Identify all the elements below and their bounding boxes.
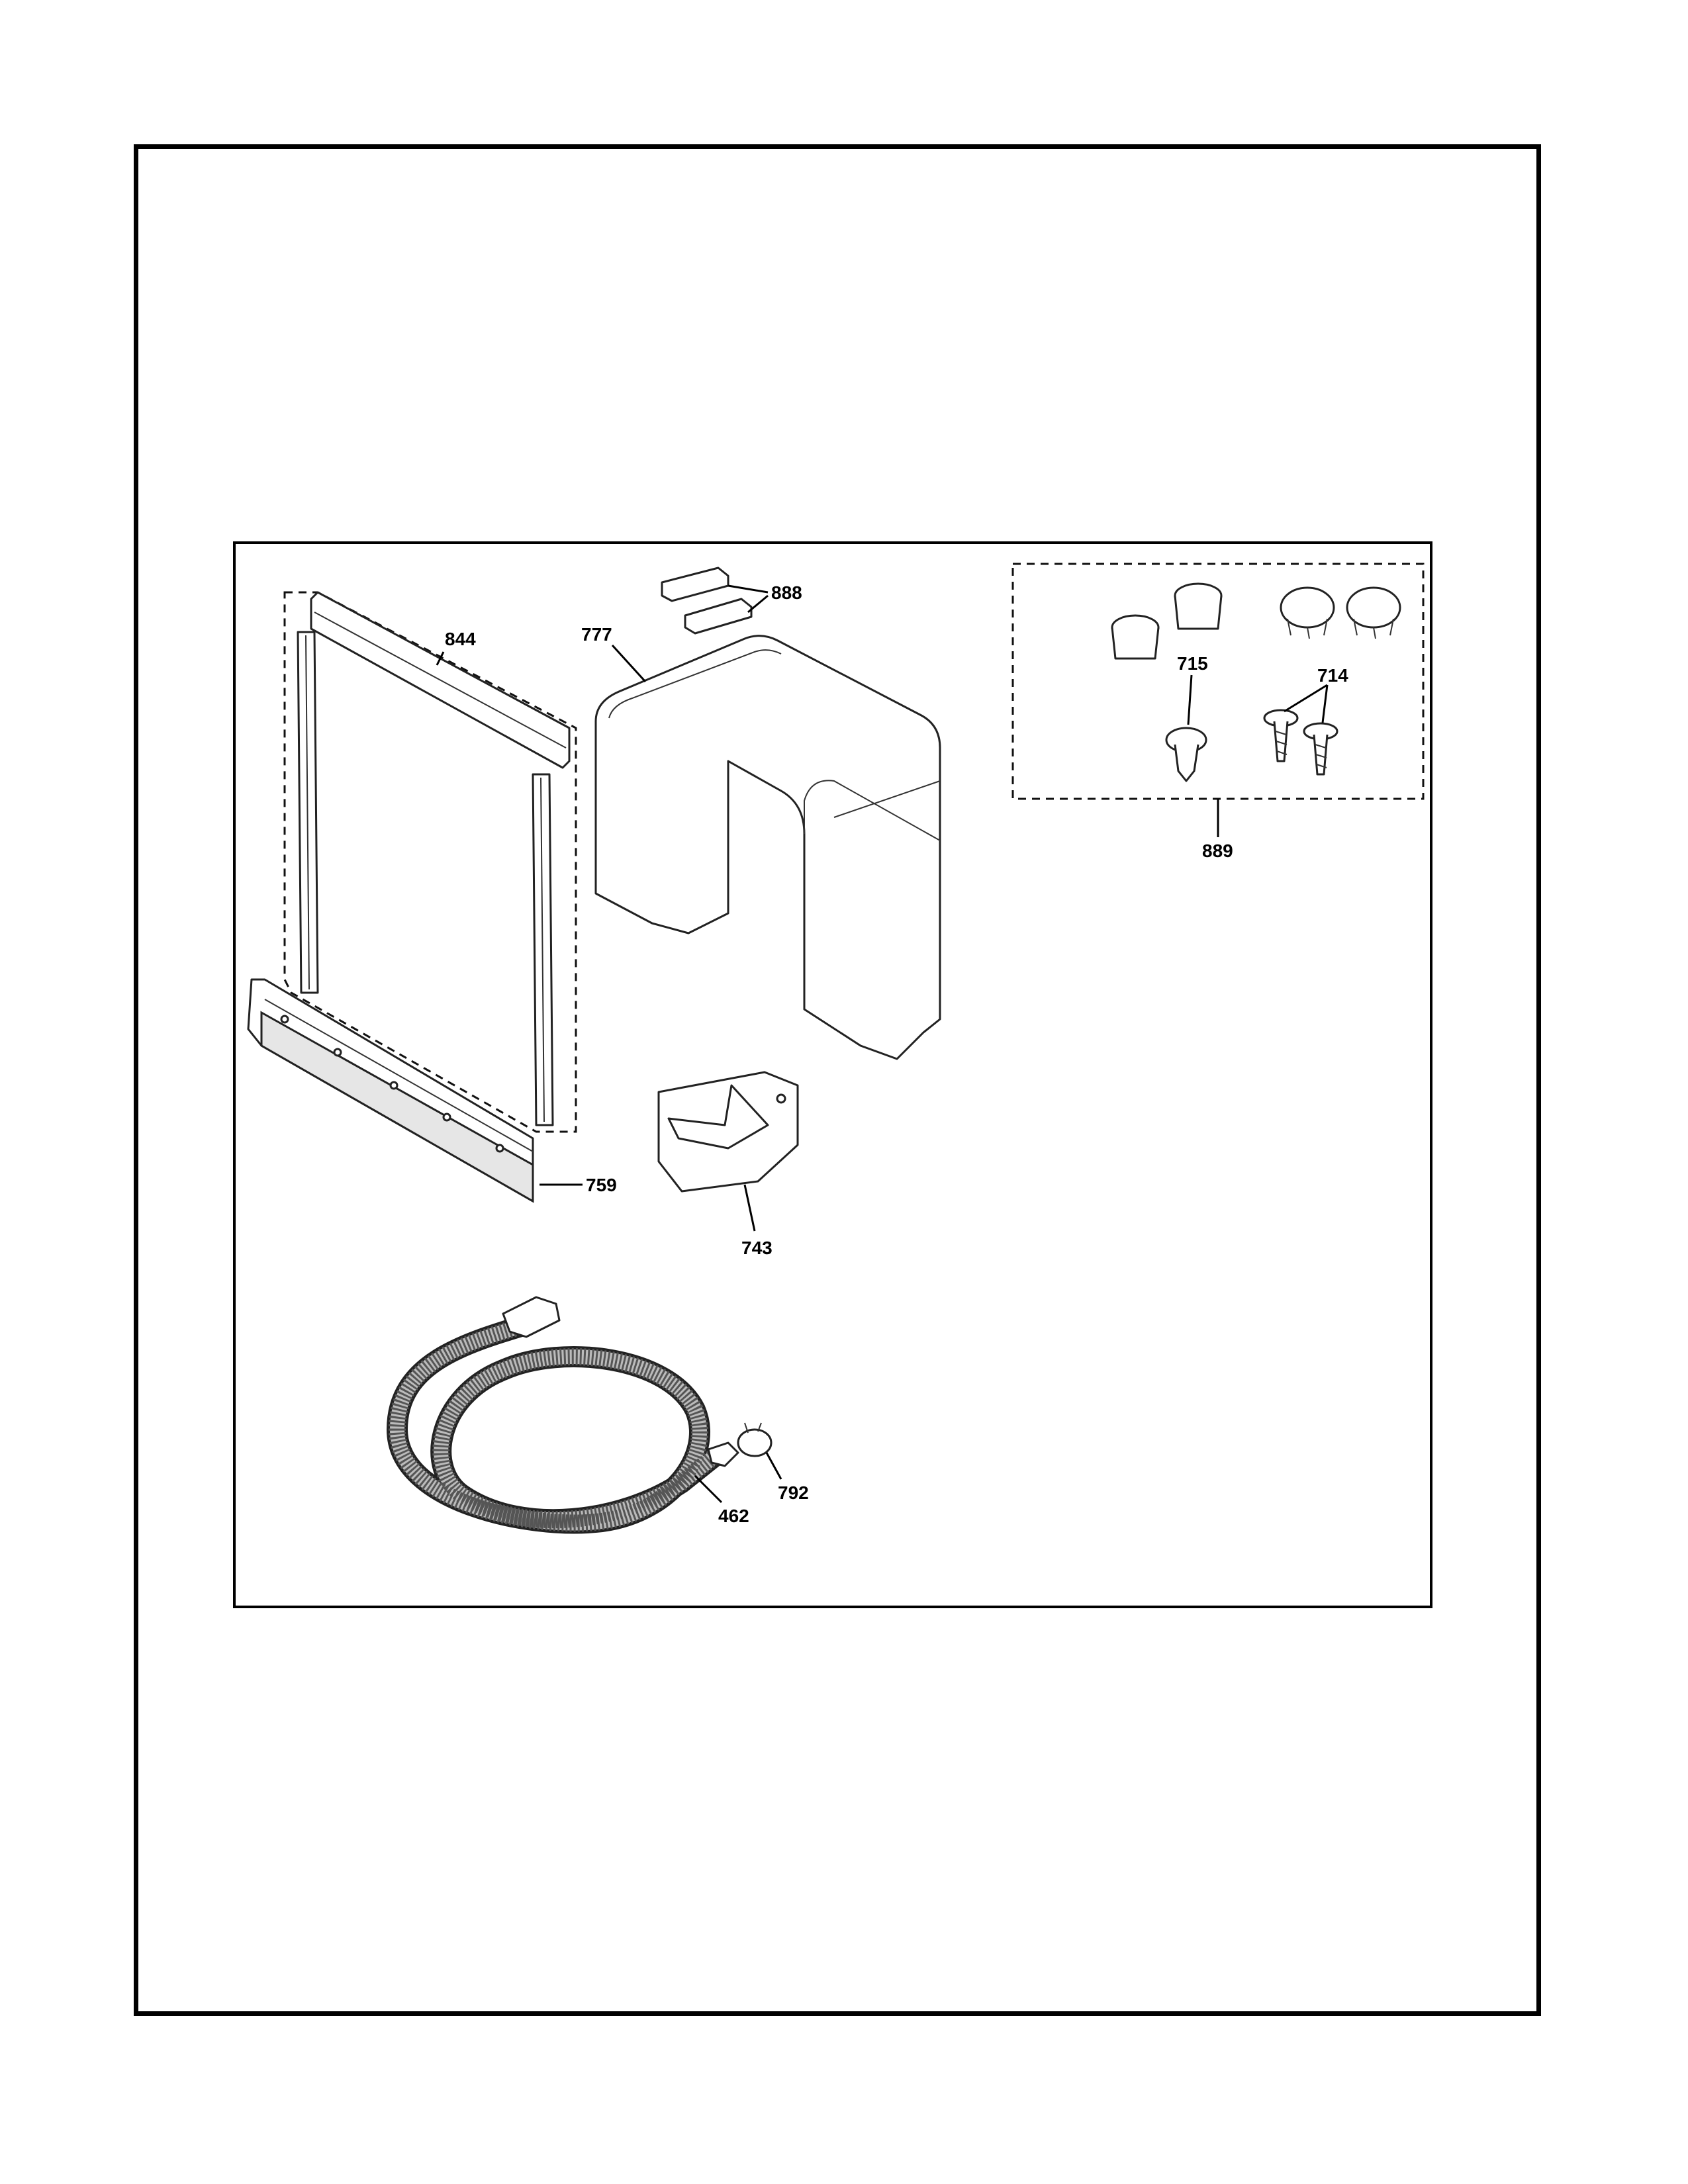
- callout-743: 743: [741, 1238, 773, 1258]
- toe-kick-face: [260, 1011, 534, 1203]
- callout-759: 759: [586, 1175, 617, 1195]
- leader-844: [436, 651, 445, 666]
- callout-792: 792: [778, 1482, 809, 1503]
- left-rail-groove: [305, 635, 310, 990]
- insulation-curve: [804, 780, 941, 841]
- screw-hole: [389, 1081, 399, 1090]
- clamp-ring: [737, 1428, 773, 1457]
- screw-hole: [442, 1113, 451, 1122]
- snap-cap: [1111, 614, 1160, 660]
- insulation-fold-line: [608, 649, 782, 719]
- trim-kit-dashed-outline: [283, 591, 577, 1133]
- callout-889: 889: [1202, 841, 1233, 861]
- round-plug: [1280, 586, 1335, 639]
- toe-kick-759: 759: [247, 978, 617, 1203]
- box-tab-hole: [776, 1093, 786, 1104]
- fastener-715: 715: [1165, 653, 1208, 782]
- insulation-body: [594, 635, 941, 1060]
- brackets-888: 888: [661, 567, 802, 635]
- callout-714: 714: [1317, 665, 1348, 686]
- leader-743: [743, 1184, 756, 1232]
- insulation-crease: [833, 780, 941, 818]
- bracket-lower: [684, 598, 753, 635]
- callout-715: 715: [1177, 653, 1208, 674]
- junction-box-743: 743: [657, 1071, 799, 1258]
- right-rail-groove: [540, 777, 545, 1122]
- drain-hose-462: 462: [386, 1296, 749, 1534]
- hose-clamp-792: 792: [737, 1422, 809, 1503]
- callout-888: 888: [771, 582, 802, 603]
- callout-844: 844: [445, 629, 476, 649]
- callout-462: 462: [718, 1506, 749, 1526]
- hose-end-cuff: [707, 1441, 739, 1467]
- bracket-upper: [661, 567, 729, 602]
- screw-hole: [333, 1048, 342, 1057]
- leader-462: [694, 1475, 723, 1504]
- screws-714: 714: [1263, 665, 1348, 776]
- leader-888b: [747, 594, 769, 614]
- screw-hole: [495, 1144, 504, 1153]
- trim-kit-844: 844: [283, 591, 577, 1133]
- round-plug: [1346, 586, 1401, 639]
- snap-cap: [1174, 582, 1223, 630]
- insulation-777: 777: [581, 624, 941, 1060]
- callout-777: 777: [581, 624, 612, 645]
- screw-hole: [280, 1015, 289, 1024]
- leader-777: [611, 644, 647, 683]
- box-interior: [667, 1084, 769, 1150]
- toe-kick-edge: [264, 999, 534, 1152]
- leader-888a: [727, 584, 769, 594]
- diagram-border: [233, 541, 1432, 1608]
- page-border: [134, 144, 1541, 2016]
- hose-end-fitting: [502, 1296, 561, 1338]
- hardware-kit-889: 715 714 889: [1011, 563, 1425, 861]
- leader-792: [765, 1452, 782, 1480]
- top-rail-groove: [314, 612, 567, 749]
